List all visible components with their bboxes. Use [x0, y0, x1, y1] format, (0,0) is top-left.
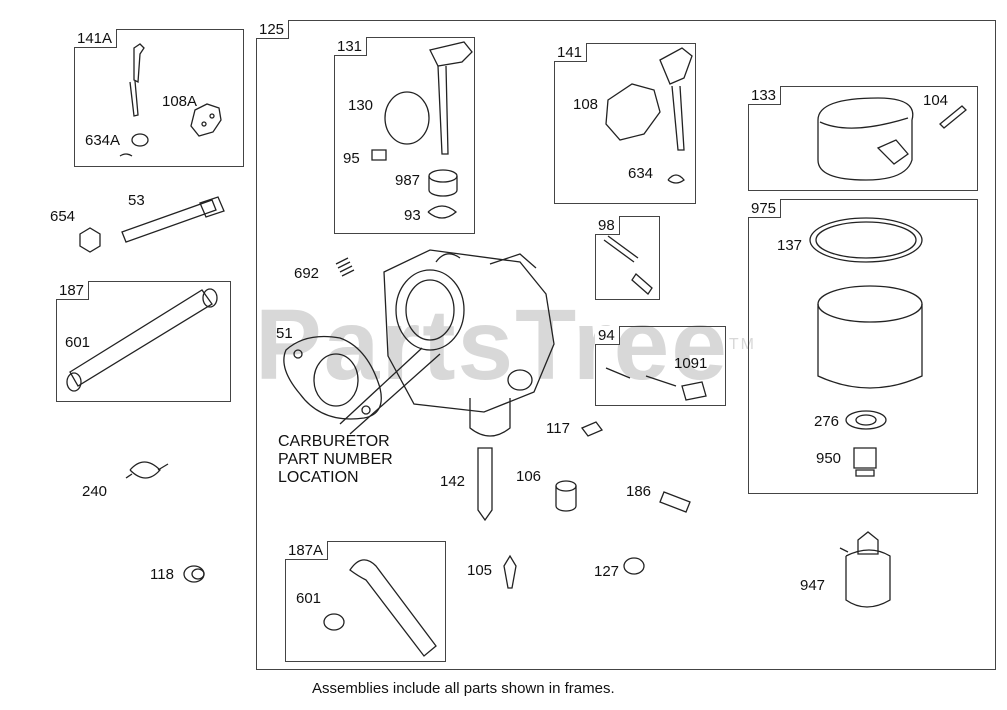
part-label-108A[interactable]: 108A [162, 93, 198, 110]
callout-line-3: LOCATION [278, 469, 359, 486]
bushing-106-drawing [555, 480, 577, 512]
part-label-108[interactable]: 108 [573, 96, 599, 113]
part-label-127[interactable]: 127 [594, 563, 620, 580]
callout-line-1: CARBURETOR [278, 433, 390, 450]
part-label-142[interactable]: 142 [440, 473, 466, 490]
frame-131: 131 [334, 37, 475, 234]
callout-line-2: PART NUMBER [278, 451, 393, 468]
part-label-118[interactable]: 118 [150, 566, 174, 583]
main-jet-nozzle-drawing [477, 447, 493, 522]
part-label-634A[interactable]: 634A [85, 132, 121, 149]
frame-label-975: 975 [748, 199, 782, 218]
plug-117-drawing [580, 421, 604, 437]
inlet-tube-drawing [79, 196, 225, 253]
frame-187: 187 [56, 281, 231, 402]
part-label-987[interactable]: 987 [395, 172, 421, 189]
fuel-line-drawing [66, 288, 218, 392]
frame-label-131: 131 [334, 37, 368, 56]
frame-label-141A: 141A [74, 29, 118, 48]
needle-105-drawing [503, 554, 517, 589]
frame-label-98: 98 [595, 216, 620, 235]
part-label-95[interactable]: 95 [343, 150, 360, 167]
assemblies-footnote: Assemblies include all parts shown in fr… [312, 680, 615, 697]
throttle-shaft-drawing [371, 41, 473, 219]
part-label-186[interactable]: 186 [626, 483, 652, 500]
float-drawing [817, 97, 967, 181]
governor-lever-drawing [119, 43, 222, 157]
part-label-240[interactable]: 240 [82, 483, 108, 500]
elbow-fuel-line-drawing [323, 559, 437, 657]
frame-label-133: 133 [748, 86, 782, 105]
part-label-692[interactable]: 692 [294, 265, 320, 282]
part-label-950[interactable]: 950 [816, 450, 842, 467]
part-label-93[interactable]: 93 [404, 207, 421, 224]
spring-692-drawing [335, 257, 355, 277]
fuel-filter-drawing [125, 461, 169, 479]
part-label-51[interactable]: 51 [276, 325, 293, 342]
frame-94: 94 [595, 326, 726, 406]
frame-label-141: 141 [554, 43, 588, 62]
part-label-1091[interactable]: 1091 [674, 355, 708, 372]
part-label-947[interactable]: 947 [800, 577, 826, 594]
part-label-104[interactable]: 104 [923, 92, 949, 109]
governor-plate-drawing [605, 47, 693, 184]
frame-187A: 187A [285, 541, 446, 662]
part-label-634[interactable]: 634 [628, 165, 654, 182]
fuel-solenoid-drawing [839, 531, 891, 608]
part-label-117[interactable]: 117 [546, 420, 570, 437]
part-label-53[interactable]: 53 [128, 192, 145, 209]
part-label-276[interactable]: 276 [814, 413, 840, 430]
frame-label-125: 125 [256, 20, 290, 39]
frame-141: 141 [554, 43, 696, 204]
fitting-186-drawing [659, 491, 691, 513]
bushing-118-drawing [183, 565, 205, 583]
part-label-106[interactable]: 106 [516, 468, 542, 485]
washer-127-drawing [623, 557, 645, 575]
frame-133: 133 [748, 86, 978, 191]
frame-label-187A: 187A [285, 541, 329, 560]
frame-141A: 141A [74, 29, 244, 167]
fuel-bowl-drawing [809, 217, 923, 477]
part-label-654[interactable]: 654 [50, 208, 76, 225]
frame-label-94: 94 [595, 326, 620, 345]
part-label-601-a[interactable]: 601 [65, 334, 91, 351]
idle-mixture-screw-drawing [603, 235, 707, 401]
carburetor-part-number-callout: CARBURETOR PART NUMBER LOCATION [278, 433, 393, 487]
frame-975: 975 [748, 199, 978, 494]
part-label-137[interactable]: 137 [777, 237, 803, 254]
watermark-logo: PartsTreeTM [255, 289, 756, 401]
carburetor-body-drawing [339, 249, 555, 437]
part-label-601-b[interactable]: 601 [296, 590, 322, 607]
frame-label-187: 187 [56, 281, 90, 300]
part-label-105[interactable]: 105 [467, 562, 493, 579]
frame-98: 98 [595, 216, 660, 300]
frame-125: 125 [256, 20, 996, 670]
part-label-130[interactable]: 130 [348, 97, 374, 114]
